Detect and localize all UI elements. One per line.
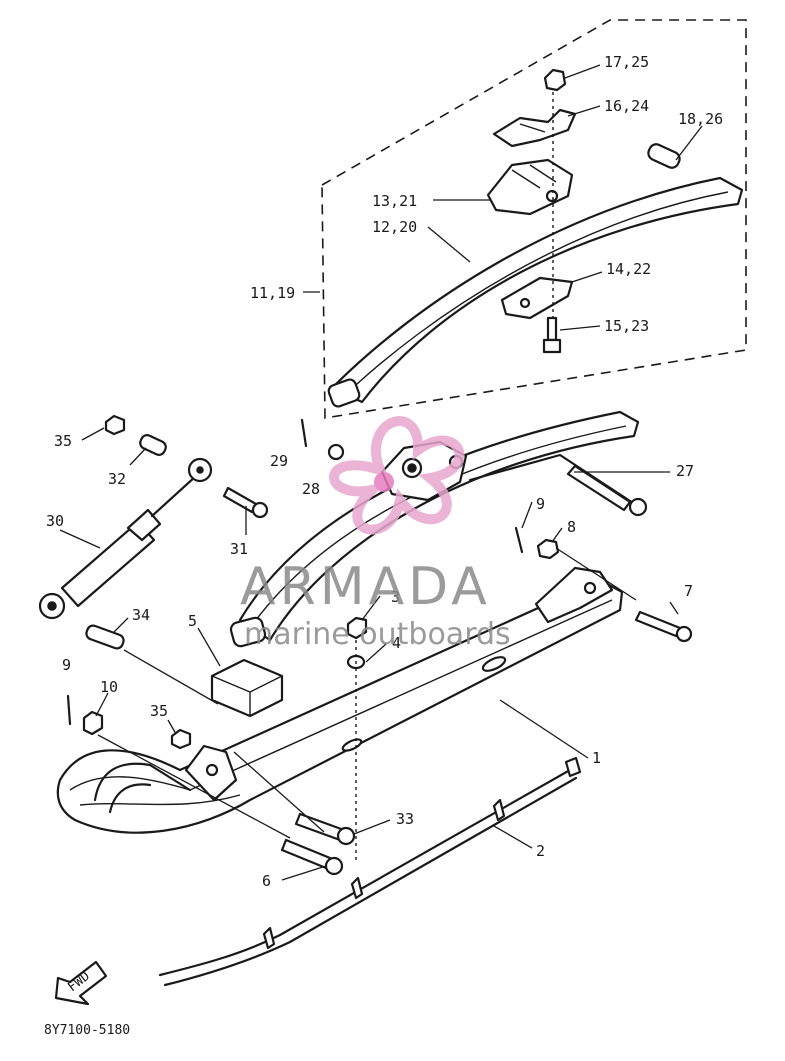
label-9-front: 9: [62, 656, 71, 674]
label-9-rear: 9: [536, 495, 545, 513]
cotter-pin-29: [300, 418, 308, 448]
spring-end-slider-lower: [229, 616, 267, 648]
label-32: 32: [108, 470, 126, 488]
bolt-31: [222, 486, 258, 514]
label-17: 17,25: [604, 53, 649, 71]
label-8: 8: [567, 518, 576, 536]
nut-10: [82, 710, 104, 736]
nut-8: [536, 538, 560, 560]
pin-18: [647, 143, 681, 169]
nut-17: [543, 68, 567, 92]
label-1: 1: [592, 749, 601, 767]
wear-rod-2: [158, 768, 572, 977]
nut-35-top: [104, 414, 126, 436]
label-2: 2: [536, 842, 545, 860]
fwd-arrow-icon: FWD: [54, 960, 108, 1006]
label-7: 7: [684, 582, 693, 600]
assembly-boundary: [321, 19, 747, 419]
label-27: 27: [676, 462, 694, 480]
nut-3: [346, 616, 368, 640]
label-35-front: 35: [150, 702, 168, 720]
label-30: 30: [46, 512, 64, 530]
label-35-top: 35: [54, 432, 72, 450]
bushing-34: [85, 624, 125, 650]
label-28: 28: [302, 480, 320, 498]
label-16: 16,24: [604, 97, 649, 115]
washer-28: [327, 443, 345, 461]
cotter-pin-9-front: [66, 694, 72, 726]
label-13: 13,21: [372, 192, 417, 210]
bolt-6: [280, 838, 332, 870]
nut-35-front: [170, 728, 192, 750]
label-34: 34: [132, 606, 150, 624]
slider-5: [210, 658, 284, 718]
label-29: 29: [270, 452, 288, 470]
label-15: 15,23: [604, 317, 649, 335]
label-12: 12,20: [372, 218, 417, 236]
label-6: 6: [262, 872, 271, 890]
label-5: 5: [188, 612, 197, 630]
leader-lines: [59, 64, 703, 881]
label-11: 11,19: [250, 284, 295, 302]
bolt-15: [546, 316, 558, 342]
watermark-brand: ARMADA: [240, 557, 491, 617]
label-18: 18,26: [678, 110, 723, 128]
bracket-13: [486, 158, 574, 216]
bolt-head-15: [542, 338, 562, 354]
flower-logo-icon: [329, 416, 465, 535]
bolt-33: [294, 812, 346, 842]
watermark-logo: ARMADA marine outboards: [240, 416, 511, 652]
label-14: 14,22: [606, 260, 651, 278]
label-31: 31: [230, 540, 248, 558]
label-33: 33: [396, 810, 414, 828]
label-3: 3: [391, 588, 400, 606]
cotter-pin-9-rear: [514, 526, 524, 554]
upper-leaf-spring: [330, 176, 744, 404]
bushing-32: [139, 434, 167, 456]
label-4: 4: [392, 634, 401, 652]
label-10: 10: [100, 678, 118, 696]
plate-14: [500, 276, 574, 320]
shock-absorber-30: [38, 457, 213, 620]
bolt-7: [634, 610, 682, 638]
lower-leaf-spring: [238, 410, 640, 642]
watermark-tagline: marine outboards: [244, 617, 511, 652]
part-labels: 17,25 16,24 18,26 13,21 12,20 11,19 14,2…: [46, 53, 723, 890]
spring-end-slider-upper: [327, 378, 361, 408]
diagram-code: 8Y7100-5180: [44, 1023, 130, 1038]
